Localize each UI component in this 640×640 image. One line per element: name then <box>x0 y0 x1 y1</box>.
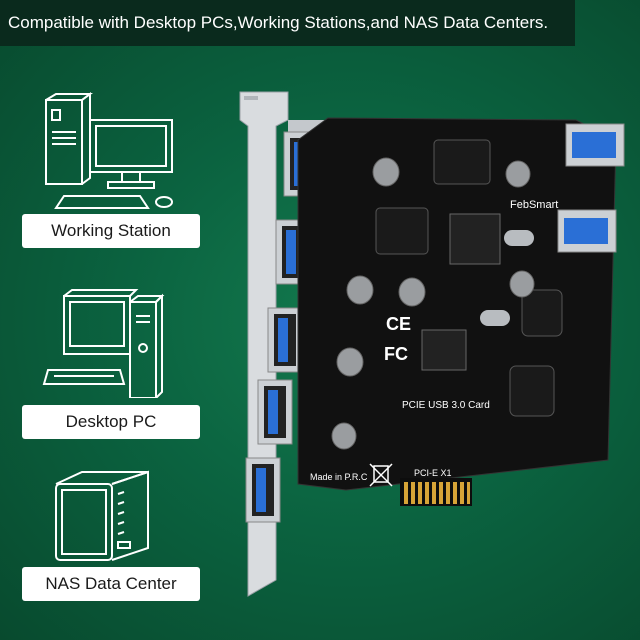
usb-port-icon <box>245 457 281 523</box>
nas-label: NAS Data Center <box>22 567 200 601</box>
usb-port-icon <box>257 379 293 445</box>
slot-label: PCI-E X1 <box>414 468 452 478</box>
desktop-pc-label: Desktop PC <box>22 405 200 439</box>
fc-mark-icon: FC <box>384 344 408 364</box>
desktop-pc-icon <box>40 288 170 398</box>
components <box>331 139 563 450</box>
working-station-label: Working Station <box>22 214 200 248</box>
nas-icon <box>52 470 162 564</box>
internal-usb-ports <box>557 123 625 253</box>
weee-bin-icon <box>369 463 393 487</box>
svg-text:CE: CE <box>386 314 411 334</box>
usb-card: CE FC FebSmart PCIE USB 3.0 Card Made in… <box>236 80 640 610</box>
ce-mark-icon: CE <box>386 314 411 334</box>
origin-label: Made in P.R.C <box>310 472 368 482</box>
usb-port-icon <box>267 307 303 373</box>
workstation-icon <box>38 92 188 210</box>
brand-label: FebSmart <box>510 199 558 211</box>
model-label: PCIE USB 3.0 Card <box>402 400 490 411</box>
pci-e-connector <box>400 478 472 506</box>
svg-text:FC: FC <box>384 344 408 364</box>
compatibility-banner: Compatible with Desktop PCs,Working Stat… <box>0 0 575 46</box>
